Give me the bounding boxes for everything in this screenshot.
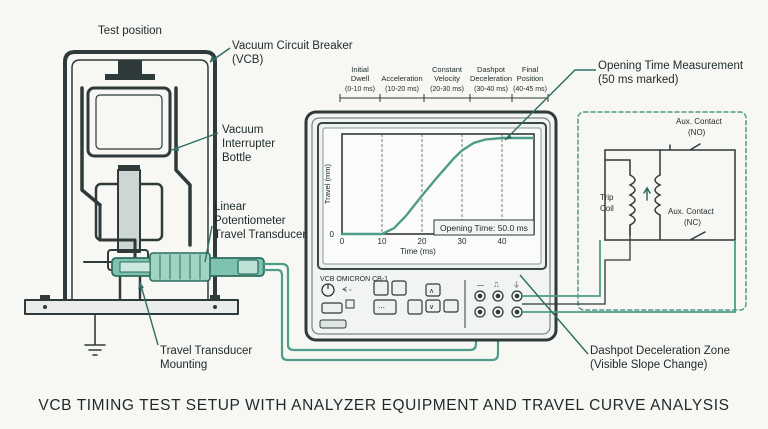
svg-text:⋯: ⋯: [378, 305, 385, 312]
y-axis-label: Travel (mm): [323, 163, 332, 204]
phase-name-line1: Initial: [351, 65, 369, 74]
opening-time-label-line1: Opening Time Measurement: [598, 60, 744, 72]
trip-coil-label-line2: Coil: [600, 204, 614, 213]
travel-curve-line: [342, 136, 534, 236]
svg-text:⎍: ⎍: [494, 282, 499, 289]
svg-text:ᗕ ◦: ᗕ ◦: [342, 286, 352, 294]
vcb-label-line1: Vacuum Circuit Breaker: [232, 40, 353, 52]
control-circuit: [577, 111, 747, 311]
phase-range: (30-40 ms): [474, 86, 508, 93]
diagram-title: VCB TIMING TEST SETUP WITH ANALYZER EQUI…: [38, 397, 729, 414]
indicator-led: [345, 299, 355, 309]
interrupter-label-line1: Vacuum: [222, 124, 263, 136]
svg-text:∨: ∨: [429, 304, 434, 311]
x-tick-label: 10: [378, 237, 387, 246]
phase-name-line1: Constant: [432, 65, 463, 74]
opening-time-readout: Opening Time: 50.0 ms: [440, 223, 528, 233]
phase-name-line2: Velocity: [434, 74, 460, 83]
down-arrow-button[interactable]: [425, 299, 441, 313]
phase-name-line1: Final: [522, 65, 539, 74]
svg-text:∧: ∧: [429, 288, 434, 295]
aux-nc-label-line2: (NC): [684, 218, 701, 227]
aux-no-label-line1: Aux. Contact: [676, 117, 723, 126]
usb-port[interactable]: [321, 302, 343, 314]
transducer-label-line1: Linear: [214, 201, 246, 213]
phase-name-line1: Dashpot: [477, 65, 506, 74]
interrupter-label-line2: Interrupter: [222, 138, 275, 150]
svg-text:⏚: ⏚: [513, 281, 520, 289]
x-axis-label: Time (ms): [400, 247, 436, 256]
opening-time-box: [433, 219, 535, 236]
menu-button[interactable]: [373, 280, 389, 296]
x-tick-label: 0: [340, 237, 345, 246]
analyzer-model-label: VCB OMICRON CB-1: [320, 276, 388, 283]
up-arrow-button[interactable]: [425, 283, 441, 297]
svg-text:—: —: [477, 282, 484, 289]
transducer-label-line3: Travel Transducer: [214, 229, 306, 241]
travel-transducer: [111, 252, 265, 282]
trip-coil-label-line1: Trip: [600, 193, 614, 202]
phase-name-line2: Dwell: [351, 74, 370, 83]
mounting-label-line2: Mounting: [160, 359, 207, 371]
analyzer-unit: [304, 110, 558, 342]
x-tick-label: 30: [458, 237, 467, 246]
test-position-label: Test position: [98, 25, 162, 37]
x-tick-label: 20: [418, 237, 427, 246]
vcb-label-line2: (VCB): [232, 54, 263, 66]
phase-name-line2: Acceleration: [381, 74, 422, 83]
aux-wiring: [522, 225, 736, 313]
x-tick-label: 40: [498, 237, 507, 246]
aux-no-label-line2: (NO): [688, 128, 706, 137]
play-button[interactable]: [373, 299, 397, 315]
vcb-assembly: [24, 50, 239, 356]
y-tick-label: 0: [330, 230, 335, 239]
phase-range: (40-45 ms): [513, 86, 547, 93]
transducer-label-line2: Potentiometer: [214, 215, 286, 227]
dashpot-zone-label-line2: (Visible Slope Change): [590, 359, 708, 371]
phase-range: (0-10 ms): [345, 86, 375, 93]
ok-button[interactable]: [407, 299, 423, 315]
enter-button[interactable]: [443, 299, 459, 313]
mounting-label-line1: Travel Transducer: [160, 345, 252, 357]
phase-name-line2: Position: [517, 74, 544, 83]
interrupter-label-line3: Bottle: [222, 152, 251, 164]
phase-range: (10-20 ms): [385, 86, 419, 93]
dashpot-zone-label-line1: Dashpot Deceleration Zone: [590, 345, 730, 357]
phase-range: (20-30 ms): [430, 86, 464, 93]
record-button[interactable]: [391, 280, 407, 296]
aux-nc-label-line1: Aux. Contact: [668, 207, 715, 216]
phase-name-line2: Deceleration: [470, 74, 512, 83]
transducer-cable: [262, 262, 500, 362]
opening-time-label-line2: (50 ms marked): [598, 74, 679, 86]
callout-arrowheads: [138, 55, 512, 289]
input-connectors[interactable]: [474, 290, 523, 318]
analyzer-controls: VCB OMICRON CB-1 ᗕ ◦ ⋯ ∧ ∨ — ⎍ ⏚: [319, 276, 523, 329]
